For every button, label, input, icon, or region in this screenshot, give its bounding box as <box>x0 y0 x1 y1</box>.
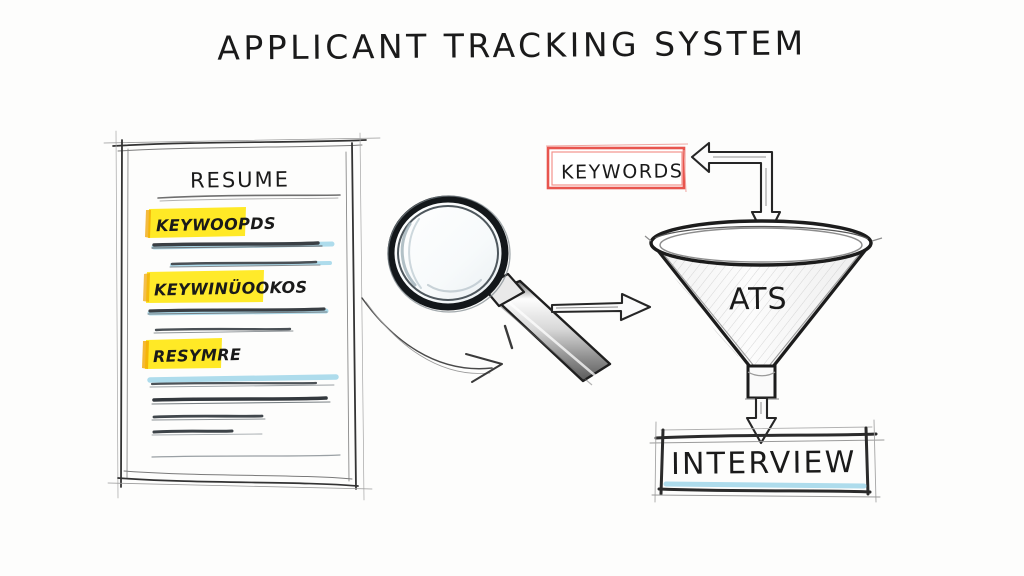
resume-heading: RESUME <box>189 167 291 193</box>
highlight-marker-0 <box>148 207 246 238</box>
interview-box-label: INTERVIEW <box>670 445 857 482</box>
resume-heading-rule <box>157 194 341 202</box>
arrow-resume-to-magnifier <box>361 297 514 383</box>
arrow-magnifier-to-funnel <box>550 292 652 322</box>
resume-text-lines <box>147 241 341 458</box>
funnel-label: ATS <box>728 281 788 318</box>
highlight-marker-2 <box>145 338 222 369</box>
ats-funnel <box>644 219 883 400</box>
resume-frame <box>103 130 381 501</box>
resume-highlight-label-1: KEYWINÜOOKOS <box>153 277 308 300</box>
magnifying-glass <box>387 195 612 386</box>
resume-highlight-label-0: KEYWOOPDS <box>155 213 277 236</box>
keywords-box-label: KEYWORDS <box>560 160 684 184</box>
magnifier-lens <box>387 195 511 313</box>
resume-highlights <box>142 207 264 369</box>
arrow-keywords-to-funnel <box>690 141 782 242</box>
resume-highlight-label-2: RESYMRE <box>152 344 242 367</box>
keywords-box[interactable] <box>545 143 689 193</box>
arrow-funnel-to-interview <box>745 396 778 445</box>
highlight-marker-1 <box>146 270 264 303</box>
magnifier-handle <box>481 272 612 386</box>
interview-box-frame[interactable] <box>649 419 885 503</box>
